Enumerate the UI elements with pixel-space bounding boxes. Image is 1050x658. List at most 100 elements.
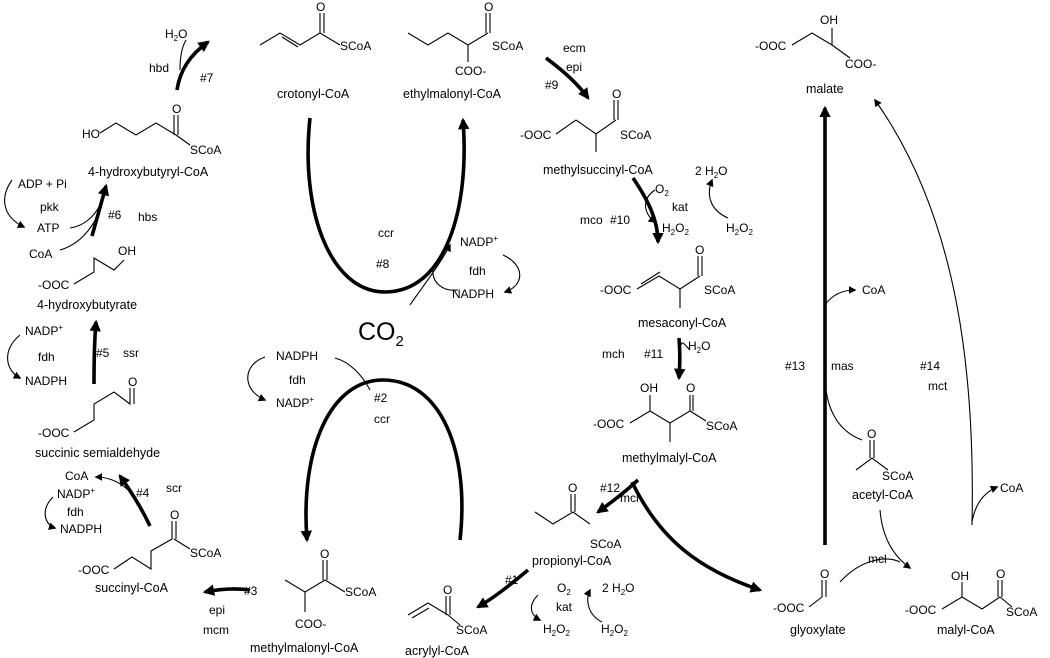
svg-text:SCoA: SCoA — [340, 39, 371, 53]
svg-text:SCoA: SCoA — [704, 283, 735, 297]
arrow-step11 — [673, 337, 686, 381]
enzyme-pkk: pkk — [40, 200, 60, 214]
enzyme-mco: mco — [580, 213, 603, 227]
arrow-step10 — [631, 176, 664, 245]
arrow-acetyl-to-malyl — [879, 509, 912, 569]
ethylmalonyl-coa-structure: O SCoA COO- ethylmalonyl-CoA — [403, 0, 523, 101]
glyoxylate-structure: -OOC O glyoxylate — [773, 567, 846, 637]
malate-label: malate — [806, 82, 844, 96]
svg-text:O: O — [128, 375, 137, 389]
methylmalonyl-coa-structure: O SCoA COO- methylmalonyl-CoA — [250, 547, 376, 655]
co2-label: CO2 — [358, 318, 404, 350]
arrow-coa-hbs — [59, 209, 101, 251]
enzyme-mch: mch — [602, 347, 625, 361]
acetyl-coa-label: acetyl-CoA — [852, 488, 914, 502]
svg-text:SCoA: SCoA — [882, 469, 913, 483]
step-3: #3 — [244, 584, 258, 598]
step-numbers: #7 #8 #9 #10 #11 #12 #1 #2 #3 #4 #5 #6 #… — [96, 71, 940, 598]
svg-text:-OOC: -OOC — [78, 563, 110, 577]
svg-text:O: O — [320, 547, 329, 561]
cofactor-coa-mas: CoA — [862, 283, 885, 297]
arrow-h2o-hbd — [179, 39, 187, 71]
svg-text:SCoA: SCoA — [190, 546, 221, 560]
enzyme-ssr: ssr — [123, 346, 139, 360]
malyl-coa-label: malyl-CoA — [937, 623, 995, 637]
arrow-h2o-mch — [680, 342, 691, 351]
svg-text:HO: HO — [82, 127, 100, 141]
arrow-acrylyl-to-methylmalonyl — [300, 378, 464, 543]
svg-text:SCoA: SCoA — [620, 128, 651, 142]
arrow-scr-cofactor — [44, 496, 57, 530]
arrow-step6 — [90, 183, 110, 237]
svg-text:O: O — [867, 427, 876, 441]
cofactor-h2o2-top-a: H2O2 — [662, 221, 689, 237]
cofactor-o2-top: O2 — [655, 182, 669, 198]
enzyme-mas: mas — [831, 359, 854, 373]
svg-text:-OOC: -OOC — [38, 278, 70, 292]
arrow-step3 — [202, 584, 251, 596]
cofactor-nadp-top: NADP+ — [460, 234, 498, 249]
arrow-step5 — [89, 319, 101, 385]
mesaconyl-coa-label: mesaconyl-CoA — [638, 316, 727, 330]
arrow-nadph-bottom — [334, 357, 371, 391]
arrow-coa-mct — [971, 485, 999, 523]
cofactor-adp-pi: ADP + Pi — [18, 177, 67, 191]
mesaconyl-coa-structure: -OOC O SCoA mesaconyl-CoA — [600, 243, 735, 330]
step-13: #13 — [785, 359, 805, 373]
cofactor-coa-mct: CoA — [1000, 481, 1023, 495]
enzyme-ccr-top: ccr — [378, 226, 394, 240]
malate-structure: -OOC OH COO- malate — [755, 13, 876, 96]
svg-text:OH: OH — [118, 244, 136, 258]
svg-text:COO-: COO- — [295, 617, 326, 631]
hydroxybutyrate-structure: -OOC OH 4-hydroxybutyrate — [37, 244, 137, 312]
cofactor-arrows — [4, 39, 999, 623]
step-12: #12 — [600, 481, 620, 495]
arrow-step14 — [874, 98, 973, 526]
svg-text:OH: OH — [640, 381, 658, 395]
svg-text:O: O — [172, 102, 181, 116]
enzyme-epi-top: epi — [566, 60, 582, 74]
svg-text:SCoA: SCoA — [456, 623, 487, 637]
cofactor-2h2o-top: 2 H2O — [695, 164, 727, 180]
arrow-mcl-to-glyoxylate — [630, 481, 763, 593]
svg-text:-OOC: -OOC — [520, 128, 552, 142]
step-10: #10 — [610, 213, 630, 227]
enzyme-fdh-top: fdh — [469, 264, 486, 278]
main-pathway-arrows — [89, 40, 831, 609]
methylsuccinyl-coa-structure: -OOC O SCoA methylsuccinyl-CoA — [520, 87, 653, 177]
cofactor-atp: ATP — [37, 221, 59, 235]
propionyl-coa-structure: O SCoA propionyl-CoA — [532, 481, 621, 568]
svg-text:SCoA: SCoA — [590, 537, 621, 551]
svg-text:O: O — [695, 243, 704, 257]
arrow-step12 — [596, 478, 640, 514]
arrow-acetyl-in — [825, 389, 863, 441]
arrow-step1 — [476, 568, 530, 609]
arrow-pkk — [4, 179, 26, 228]
methylmalyl-coa-label: methylmalyl-CoA — [622, 451, 717, 465]
hydroxybutyryl-coa-structure: HO O SCoA 4-hydroxybutyryl-CoA — [82, 102, 221, 179]
svg-text:SCoA: SCoA — [1006, 605, 1037, 619]
cofactor-labels: H2O ADP + Pi ATP CoA NADP+ NADPH NADPH N… — [18, 27, 1023, 638]
enzyme-epi-bottom: epi — [209, 603, 225, 617]
cofactor-coa-scr: CoA — [65, 469, 88, 483]
arrow-h2o2-to-water — [706, 178, 729, 219]
hydroxybutyrate-label: 4-hydroxybutyrate — [37, 298, 137, 312]
arrow-ssr-cofactor — [7, 334, 22, 379]
arrow-kat-top — [645, 189, 657, 223]
cofactor-nadph-scr: NADPH — [60, 522, 102, 536]
arrow-fdh-top — [502, 254, 521, 294]
succinyl-coa-label: succinyl-CoA — [95, 581, 169, 595]
svg-text:-OOC: -OOC — [773, 601, 805, 615]
arrow-co2-to-nadp — [409, 243, 451, 306]
svg-text:-OOC: -OOC — [593, 417, 625, 431]
cofactor-nadp-left: NADP+ — [276, 395, 314, 410]
cofactor-h2o-hbd: H2O — [165, 27, 187, 43]
acrylyl-coa-label: acrylyl-CoA — [405, 644, 470, 658]
cofactor-2h2o-bottom: 2 H2O — [602, 581, 634, 597]
step-2: #2 — [374, 391, 388, 405]
methylsuccinyl-coa-label: methylsuccinyl-CoA — [543, 163, 653, 177]
arrow-step4 — [118, 474, 152, 527]
enzyme-labels: hbd ccr ccr ecm epi kat mco mch mcl mcl … — [38, 41, 948, 637]
svg-text:SCoA: SCoA — [706, 419, 737, 433]
arrow-crotonyl-to-ethylmalonyl — [306, 117, 470, 294]
